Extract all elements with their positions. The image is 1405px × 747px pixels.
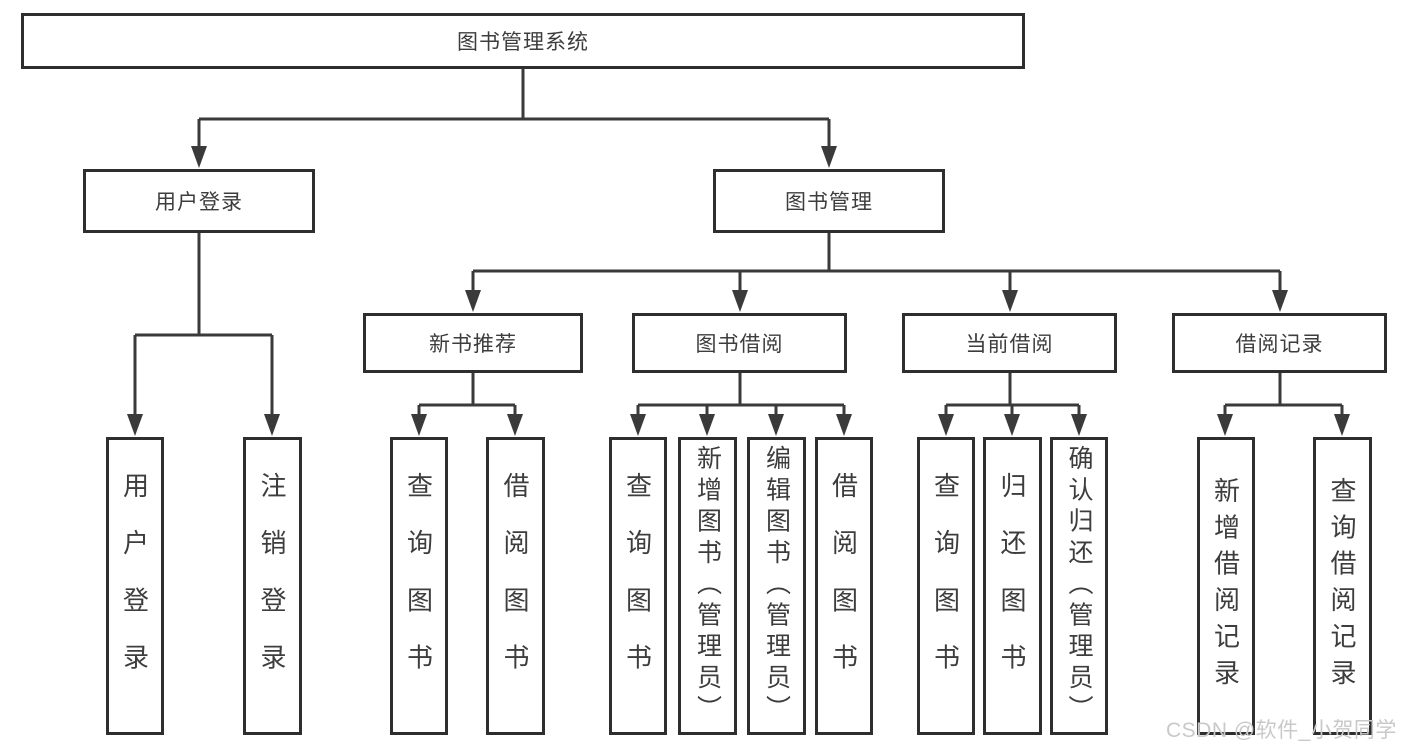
node-label: 当前借阅 [965, 333, 1054, 356]
leaf-current-query-books: 查询图书 [917, 437, 975, 735]
leaf-records-query-borrow-record: 查询借阅记录 [1313, 437, 1372, 735]
node-label: 图书管理 [785, 191, 873, 214]
leaf-recommend-borrow-books: 借阅图书 [486, 437, 545, 735]
node-new-book-recommend: 新书推荐 [363, 313, 583, 373]
node-user-login: 用户登录 [83, 169, 315, 233]
watermark: CSDN @软件_小贺同学 [1166, 719, 1397, 742]
node-book-management: 图书管理 [713, 169, 945, 233]
leaf-recommend-query-books: 查询图书 [390, 437, 448, 735]
node-label: 查询图书 [930, 471, 961, 701]
leaf-borrowing-edit-books-admin: 编辑图书（管理员） [747, 437, 806, 735]
node-label: 借阅记录 [1235, 333, 1324, 356]
node-label: 归还图书 [997, 471, 1027, 701]
leaf-logout-login: 注销登录 [243, 437, 302, 735]
node-label: 图书管理系统 [457, 31, 589, 54]
leaf-borrowing-borrow-books: 借阅图书 [815, 437, 873, 735]
node-label: 查询图书 [403, 471, 434, 701]
node-label: 确认归还（管理员） [1065, 445, 1093, 727]
node-label: 查询图书 [622, 471, 653, 701]
leaf-borrowing-query-books: 查询图书 [609, 437, 667, 735]
leaf-records-add-borrow-record: 新增借阅记录 [1197, 437, 1255, 735]
node-label: 用户登录 [155, 191, 243, 214]
node-book-borrowing: 图书借阅 [632, 313, 847, 373]
node-label: 注销登录 [257, 471, 287, 701]
node-label: 新增借阅记录 [1210, 476, 1241, 696]
node-label: 用户登录 [119, 471, 150, 701]
node-label: 图书借阅 [695, 333, 784, 356]
leaf-user-login: 用户登录 [106, 437, 164, 735]
node-label: 借阅图书 [500, 471, 530, 701]
node-label: 借阅图书 [828, 471, 859, 701]
leaf-current-confirm-return-admin: 确认归还（管理员） [1050, 437, 1108, 735]
leaf-current-return-books: 归还图书 [983, 437, 1042, 735]
leaf-borrowing-add-books-admin: 新增图书（管理员） [678, 437, 737, 735]
node-borrowing-records: 借阅记录 [1172, 313, 1387, 373]
node-label: 编辑图书（管理员） [762, 445, 791, 727]
node-current-borrowing: 当前借阅 [902, 313, 1117, 373]
node-root: 图书管理系统 [21, 13, 1025, 69]
node-label: 新书推荐 [429, 333, 517, 356]
node-label: 查询借阅记录 [1327, 476, 1357, 696]
node-label: 新增图书（管理员） [693, 445, 722, 727]
